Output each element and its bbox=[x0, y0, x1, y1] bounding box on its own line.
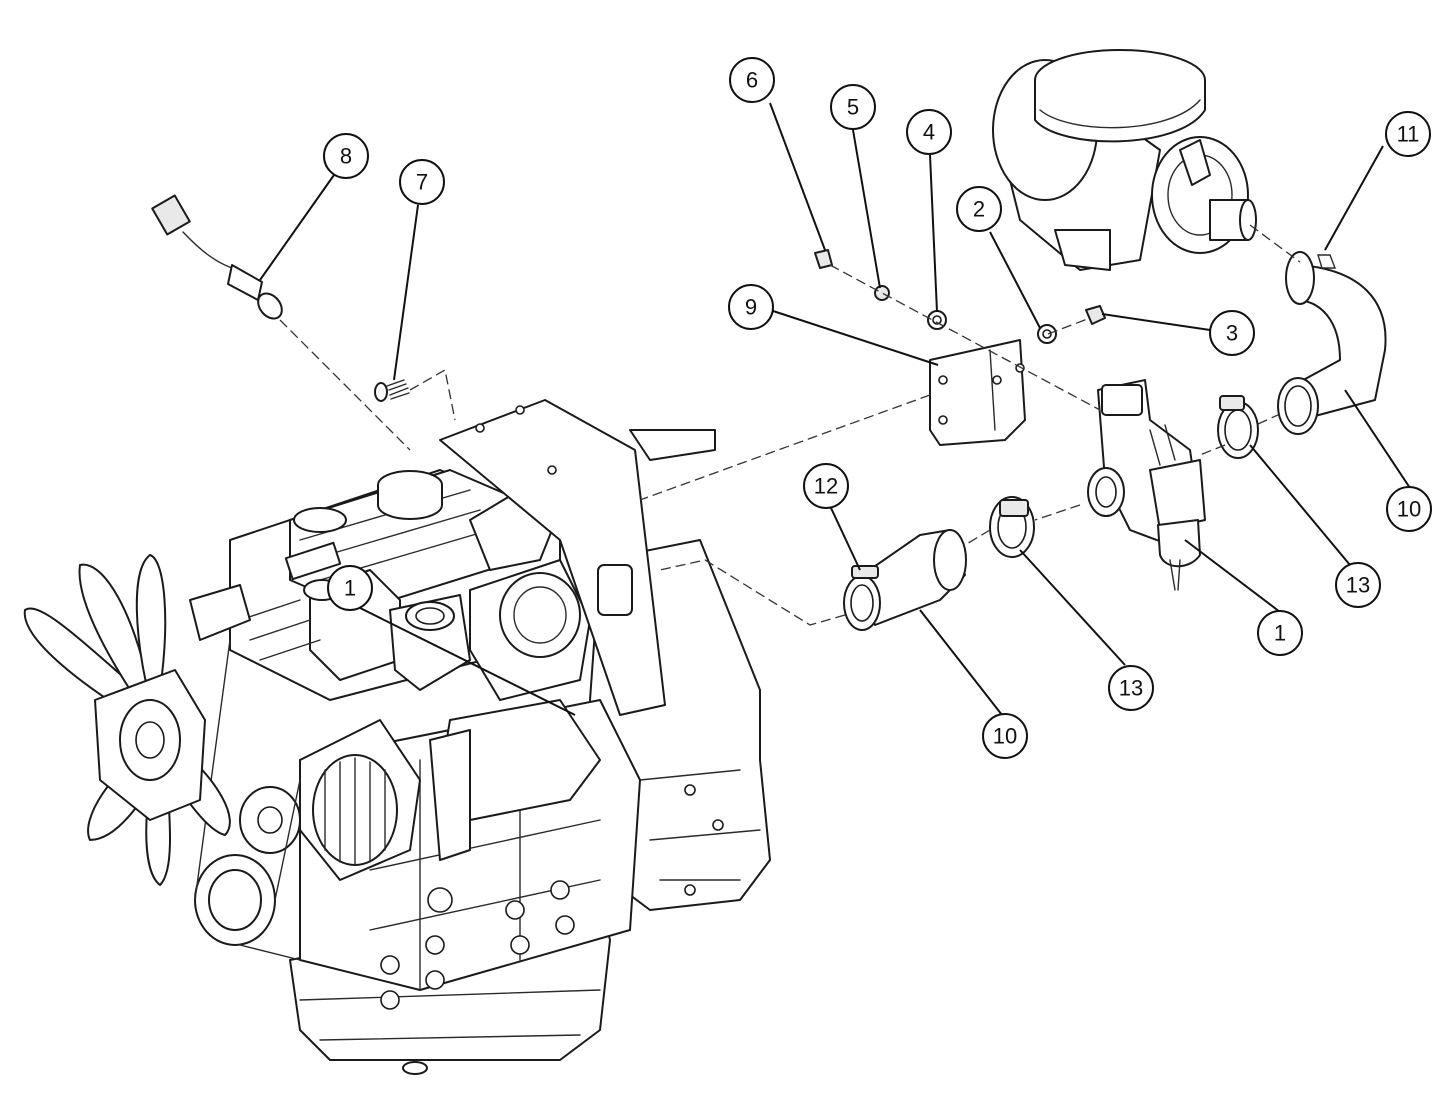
nut-3 bbox=[1085, 305, 1106, 325]
blower-assembly bbox=[992, 49, 1257, 271]
block-bolt-holes bbox=[380, 880, 575, 1010]
callout-7: 7 bbox=[399, 159, 445, 205]
callout-label: 2 bbox=[973, 197, 985, 222]
sender-tip bbox=[257, 292, 283, 320]
callout-6: 6 bbox=[729, 57, 775, 103]
plug-screw bbox=[374, 379, 410, 402]
callout-label: 13 bbox=[1346, 573, 1370, 598]
filler-neck bbox=[293, 507, 347, 533]
hose-clamp-right bbox=[1217, 395, 1259, 459]
callout-3: 3 bbox=[1209, 310, 1255, 356]
callout-13-upper: 13 bbox=[1335, 562, 1381, 608]
callout-label: 10 bbox=[993, 724, 1017, 749]
callout-10-upper: 10 bbox=[1386, 486, 1432, 532]
callout-label: 9 bbox=[745, 295, 757, 320]
reducer-hose-lower bbox=[843, 529, 967, 631]
callout-label: 12 bbox=[814, 474, 838, 499]
callout-label: 5 bbox=[847, 95, 859, 120]
cooling-fan bbox=[23, 554, 231, 886]
assembly-lines bbox=[279, 224, 1301, 626]
valve-actuator bbox=[1149, 459, 1206, 531]
callout-label: 1 bbox=[1274, 621, 1286, 646]
hose-end-upper bbox=[1285, 251, 1315, 305]
callout-5: 5 bbox=[830, 84, 876, 130]
sender-body bbox=[227, 264, 263, 301]
callout-9: 9 bbox=[728, 284, 774, 330]
callout-10-lower: 10 bbox=[982, 713, 1028, 759]
coolant-hose-lower bbox=[429, 729, 471, 861]
drain-plug bbox=[402, 1061, 428, 1075]
leader-lines bbox=[259, 102, 1411, 716]
callout-label: 3 bbox=[1226, 321, 1238, 346]
callout-13-lower: 13 bbox=[1108, 665, 1154, 711]
callout-label: 13 bbox=[1119, 676, 1143, 701]
injection-pump bbox=[189, 584, 251, 641]
callout-label: 4 bbox=[923, 120, 935, 145]
callout-label: 1 bbox=[344, 576, 356, 601]
callout-8: 8 bbox=[323, 133, 369, 179]
callout-label: 11 bbox=[1397, 122, 1420, 147]
blower-fitting bbox=[1179, 139, 1211, 186]
mount-bracket-plate bbox=[439, 399, 666, 716]
callout-12: 12 bbox=[803, 463, 849, 509]
l-bracket bbox=[929, 339, 1026, 446]
callout-label: 7 bbox=[416, 170, 428, 195]
callout-label: 6 bbox=[746, 68, 758, 93]
callout-1-engine: 1 bbox=[327, 565, 373, 611]
callout-2: 2 bbox=[956, 186, 1002, 232]
bracket-window bbox=[597, 564, 633, 616]
callout-label: 10 bbox=[1397, 497, 1421, 522]
callout-1-valve: 1 bbox=[1257, 610, 1303, 656]
washer-5 bbox=[874, 285, 890, 301]
callout-11: 11 bbox=[1385, 111, 1431, 157]
callout-label: 8 bbox=[340, 144, 352, 169]
engine-assembly bbox=[23, 399, 771, 1075]
elbow-hose-upper bbox=[1277, 251, 1387, 435]
blower-foot bbox=[1054, 229, 1111, 271]
turbocharger bbox=[499, 572, 581, 658]
valve-top bbox=[1101, 384, 1143, 416]
bolt-6 bbox=[814, 249, 833, 269]
coolant-valve bbox=[1087, 379, 1206, 591]
bracket-arm bbox=[629, 429, 716, 461]
sender-connector bbox=[151, 194, 191, 236]
hose-clamp-left bbox=[989, 496, 1035, 558]
callout-4: 4 bbox=[906, 109, 952, 155]
head-label-plate bbox=[284, 541, 342, 581]
valve-bulb bbox=[1157, 519, 1201, 568]
temperature-sender bbox=[151, 194, 283, 320]
hose-clamp-12 bbox=[851, 565, 879, 579]
